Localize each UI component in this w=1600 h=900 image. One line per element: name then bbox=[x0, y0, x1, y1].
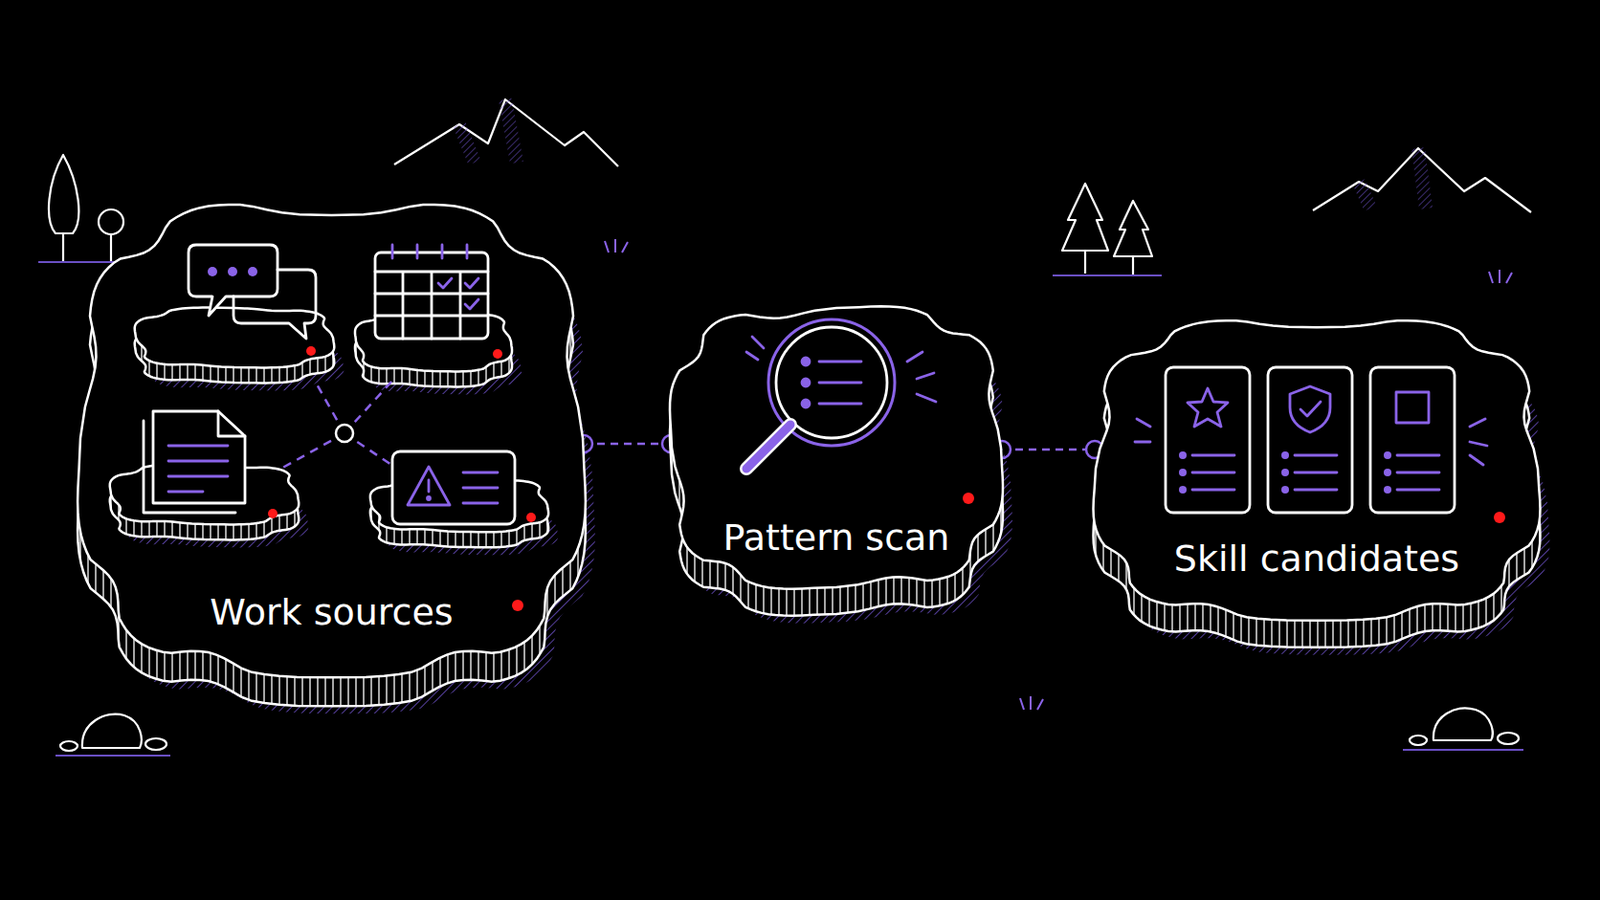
pine-tree bbox=[1062, 183, 1109, 274]
red-dots bbox=[267, 346, 1506, 612]
chat-icon bbox=[188, 244, 316, 339]
island-outline bbox=[667, 304, 1005, 619]
calendar-icon bbox=[375, 244, 489, 339]
tree bbox=[48, 155, 79, 264]
magnifier-icon bbox=[746, 319, 936, 469]
dashed-connector bbox=[993, 441, 1104, 459]
node-label: Pattern scan bbox=[667, 513, 1005, 562]
hub-links bbox=[277, 380, 395, 471]
island-node: Work sources bbox=[76, 199, 587, 707]
dashed-connector bbox=[575, 435, 680, 453]
skill-cards bbox=[1134, 367, 1488, 513]
island-node: Pattern scan bbox=[667, 304, 1005, 619]
node-label: Skill candidates bbox=[1091, 534, 1542, 583]
rock bbox=[82, 714, 142, 749]
island-node: Skill candidates bbox=[1091, 315, 1542, 649]
hub bbox=[335, 424, 354, 443]
document-icon bbox=[143, 411, 245, 513]
island-outline bbox=[1091, 315, 1542, 649]
mountains bbox=[394, 99, 619, 167]
rock bbox=[1433, 708, 1493, 741]
node-label: Work sources bbox=[76, 588, 587, 637]
mountains bbox=[1312, 148, 1532, 213]
warning-icon bbox=[392, 451, 515, 525]
